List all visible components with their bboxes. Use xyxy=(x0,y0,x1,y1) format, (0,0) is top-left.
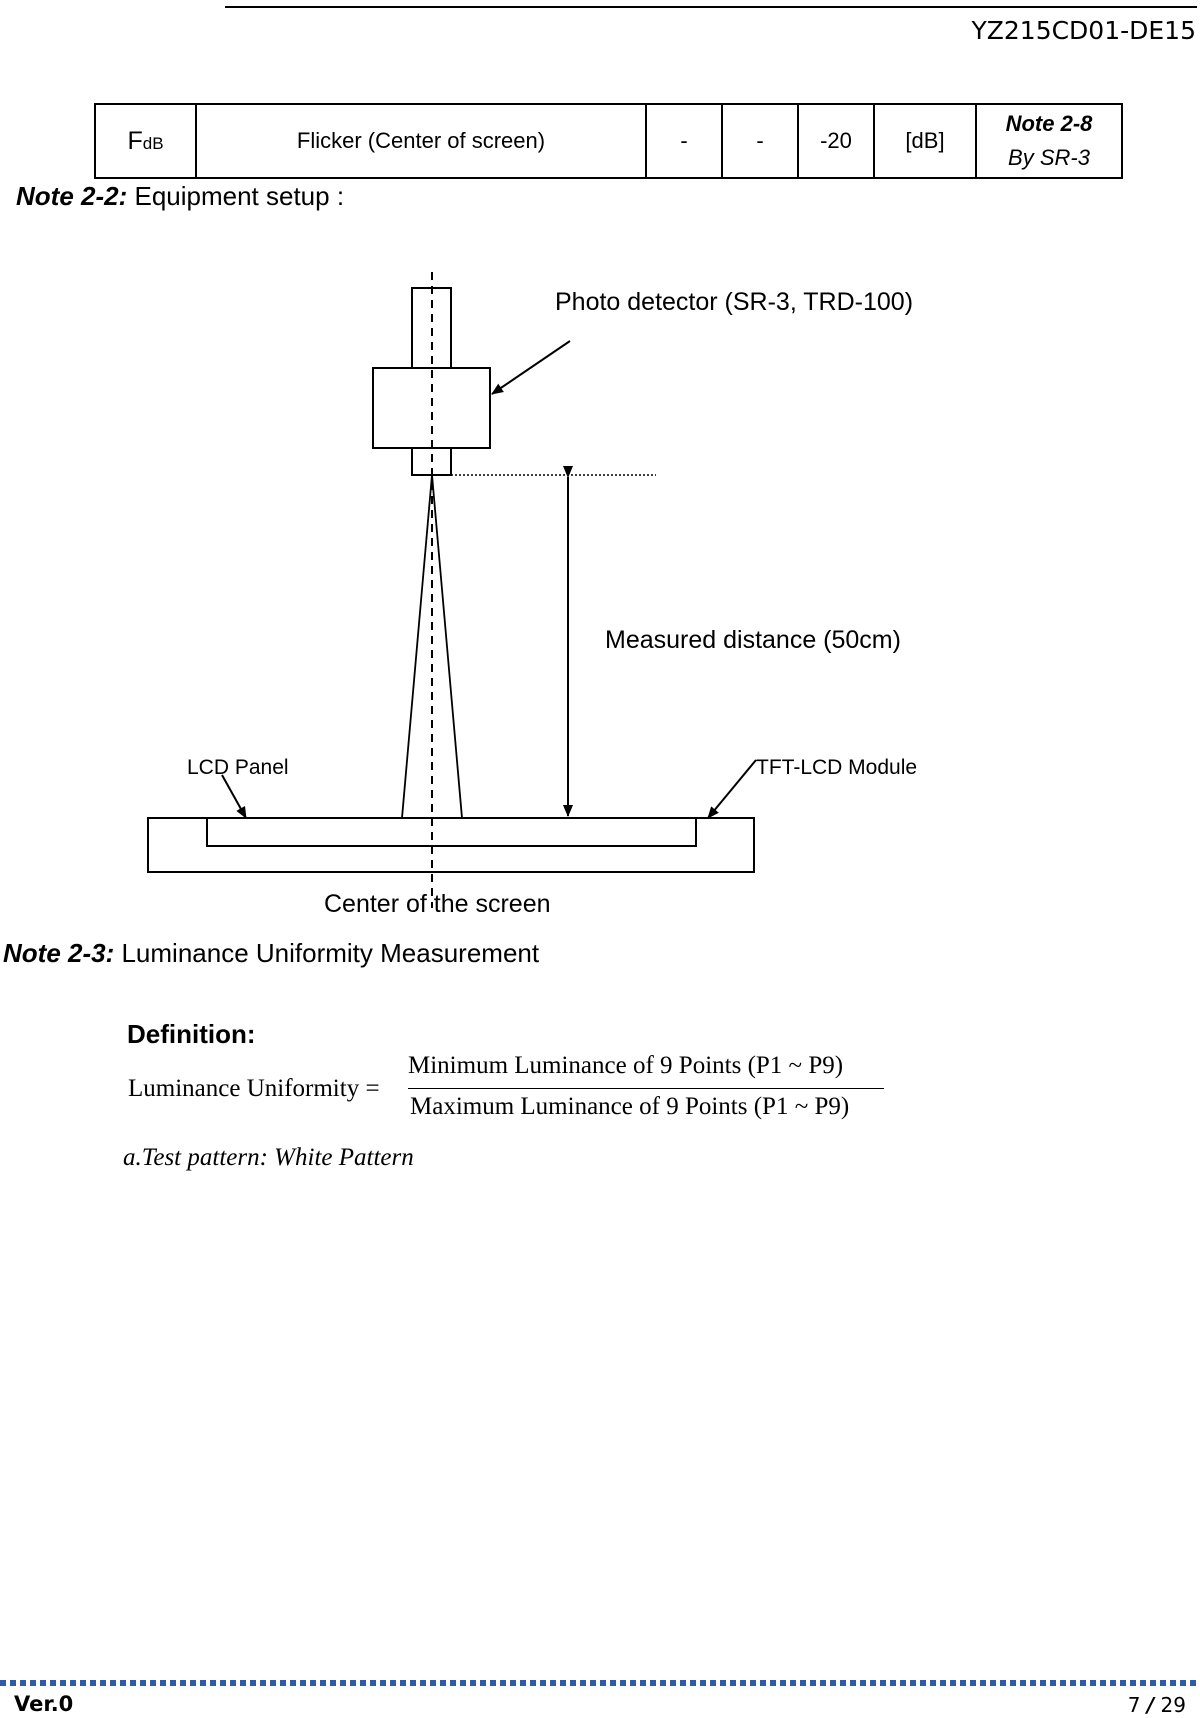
tft-lcd-module-label: TFT-LCD Module xyxy=(756,756,918,779)
note-2-3-text: Luminance Uniformity Measurement xyxy=(114,938,540,968)
center-of-screen-label: Center of the screen xyxy=(324,890,551,918)
note-2-2-label: Note 2-2: xyxy=(16,181,128,211)
detector-body xyxy=(372,367,491,449)
page-separator: / xyxy=(1146,1693,1155,1717)
definition-title: Definition: xyxy=(127,1019,256,1049)
formula-numerator: Minimum Luminance of 9 Points (P1 ~ P9) xyxy=(408,1052,844,1079)
lcd-panel xyxy=(206,817,697,847)
equipment-setup-diagram xyxy=(147,272,757,908)
document-id: YZ215CD01-DE15 xyxy=(971,16,1196,45)
measured-distance-label: Measured distance (50cm) xyxy=(605,626,901,654)
unit-cell: [dB] xyxy=(873,103,977,179)
footer-version: Ver.0 xyxy=(14,1692,74,1716)
formula-denominator: Maximum Luminance of 9 Points (P1 ~ P9) xyxy=(410,1093,850,1120)
photo-detector-label: Photo detector (SR-3, TRD-100) xyxy=(555,288,914,316)
note-cell: Note 2-8 By SR-3 xyxy=(975,103,1123,179)
note-2-3-heading: Note 2-3: Luminance Uniformity Measureme… xyxy=(3,938,539,969)
tft-module-pointer-arrow xyxy=(707,759,757,819)
test-pattern-text: a.Test pattern: White Pattern xyxy=(123,1144,414,1171)
lcd-panel-pointer-arrow xyxy=(221,774,247,819)
typ-cell: - xyxy=(721,103,799,179)
max-cell: -20 xyxy=(797,103,875,179)
note-2-2-heading: Note 2-2: Equipment setup : xyxy=(16,181,344,212)
footer-page-number: 7 / 29 xyxy=(1128,1693,1186,1717)
page-total: 29 xyxy=(1160,1693,1186,1717)
note-ref: Note 2-8 xyxy=(1005,111,1093,136)
cone-left-edge xyxy=(401,474,433,819)
header-rule xyxy=(225,6,1197,8)
note-2-2-text: Equipment setup : xyxy=(127,181,345,211)
table-row: FdB Flicker (Center of screen) - - -20 [… xyxy=(94,103,1123,179)
symbol-cell: FdB xyxy=(94,103,197,179)
min-cell: - xyxy=(645,103,723,179)
fraction-bar xyxy=(408,1088,884,1089)
symbol-main: F xyxy=(127,126,143,155)
cone-right-edge xyxy=(431,474,463,819)
note-2-3-label: Note 2-3: xyxy=(3,938,115,968)
symbol-subscript: dB xyxy=(142,133,164,153)
page-current: 7 xyxy=(1127,1693,1141,1717)
spec-table: FdB Flicker (Center of screen) - - -20 [… xyxy=(94,103,1123,179)
lcd-panel-label: LCD Panel xyxy=(187,756,289,779)
footer-dotted-rule xyxy=(0,1680,1200,1686)
photo-detector-pointer-arrow xyxy=(491,340,571,395)
formula-lhs: Luminance Uniformity = xyxy=(128,1075,380,1102)
note-by: By SR-3 xyxy=(1008,145,1090,170)
item-cell: Flicker (Center of screen) xyxy=(195,103,647,179)
